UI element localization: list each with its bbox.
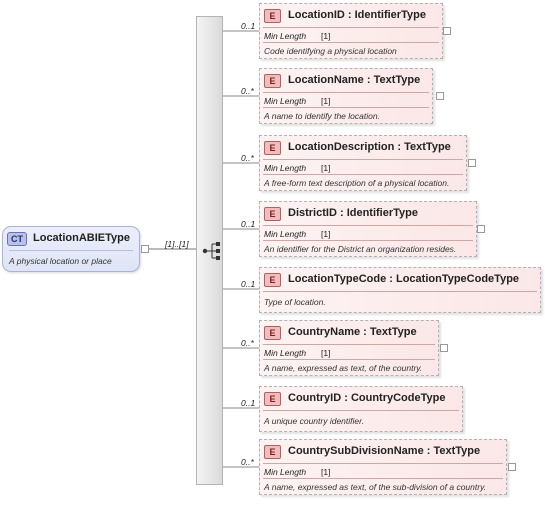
- facet-label: Min Length: [264, 467, 307, 477]
- element-documentation: Type of location.: [264, 297, 326, 307]
- element-documentation: A name, expressed as text, of the sub-di…: [264, 482, 487, 492]
- facet-value: [1]: [321, 348, 331, 358]
- divider: [263, 107, 429, 108]
- divider: [263, 478, 503, 479]
- element-box-district-id[interactable]: E DistrictID : IdentifierType Min Length…: [259, 201, 477, 257]
- element-documentation: A name to identify the location.: [264, 111, 380, 121]
- element-badge: E: [264, 207, 281, 221]
- element-type: TextType: [404, 141, 451, 153]
- element-box-location-id[interactable]: E LocationID : IdentifierType Min Length…: [259, 3, 443, 59]
- element-badge: E: [264, 273, 281, 287]
- facet-value: [1]: [321, 96, 331, 106]
- element-type: TextType: [369, 326, 417, 338]
- divider: [263, 359, 435, 360]
- element-box-country-subdivision-name[interactable]: E CountrySubDivisionName : TextType Min …: [259, 439, 507, 495]
- element-documentation: Code identifying a physical location: [264, 46, 397, 56]
- element-name: LocationName: [288, 74, 364, 86]
- element-multiplicity: 0..1: [241, 21, 256, 31]
- element-name: LocationID: [288, 9, 345, 21]
- divider: [263, 159, 463, 160]
- facet-value: [1]: [321, 467, 331, 477]
- element-name: LocationTypeCode: [288, 273, 387, 285]
- complex-type-documentation: A physical location or place: [9, 256, 112, 266]
- divider: [263, 27, 439, 28]
- element-box-country-name[interactable]: E CountryName : TextType Min Length [1] …: [259, 320, 439, 376]
- element-multiplicity: 0..*: [241, 457, 254, 467]
- element-name: LocationDescription: [288, 141, 395, 153]
- element-badge: E: [264, 445, 281, 459]
- element-multiplicity: 0..*: [241, 86, 254, 96]
- element-multiplicity: 0..1: [241, 398, 256, 408]
- divider: [263, 463, 503, 464]
- expand-toggle-icon[interactable]: [477, 225, 485, 233]
- element-multiplicity: 0..*: [241, 153, 254, 163]
- element-type: CountryCodeType: [350, 392, 446, 404]
- facet-value: [1]: [321, 229, 331, 239]
- sequence-multiplicity: [1]..[1]: [165, 239, 189, 249]
- element-badge: E: [264, 74, 281, 88]
- element-badge: E: [264, 392, 281, 406]
- expand-toggle-icon[interactable]: [436, 92, 444, 100]
- divider: [263, 92, 429, 93]
- element-box-country-id[interactable]: E CountryID : CountryCodeType A unique c…: [259, 386, 463, 432]
- expand-toggle-icon[interactable]: [508, 463, 516, 471]
- element-name: CountrySubDivisionName: [288, 445, 424, 457]
- divider: [263, 240, 473, 241]
- expand-toggle-icon[interactable]: [440, 344, 448, 352]
- divider: [263, 291, 537, 292]
- element-type: TextType: [373, 74, 421, 86]
- divider: [263, 344, 435, 345]
- divider: [263, 174, 463, 175]
- element-type: LocationTypeCodeType: [395, 273, 520, 285]
- element-box-location-type-code[interactable]: E LocationTypeCode : LocationTypeCodeTyp…: [259, 267, 541, 313]
- element-multiplicity: 0..1: [241, 219, 256, 229]
- element-badge: E: [264, 326, 281, 340]
- collapse-toggle-icon[interactable]: [141, 245, 149, 253]
- element-type: TextType: [433, 445, 481, 457]
- element-multiplicity: 0..*: [241, 338, 254, 348]
- facet-label: Min Length: [264, 163, 307, 173]
- sequence-compositor-icon[interactable]: [202, 240, 222, 262]
- element-name: CountryName: [288, 326, 361, 338]
- facet-label: Min Length: [264, 96, 307, 106]
- divider: [263, 225, 473, 226]
- element-documentation: An identifier for the District an organi…: [264, 244, 457, 254]
- facet-label: Min Length: [264, 229, 307, 239]
- element-type: IdentifierType: [354, 9, 426, 21]
- divider: [263, 42, 439, 43]
- divider: [263, 410, 459, 411]
- element-badge: E: [264, 9, 281, 23]
- element-name: CountryID: [288, 392, 342, 404]
- facet-label: Min Length: [264, 348, 307, 358]
- element-multiplicity: 0..1: [241, 279, 256, 289]
- facet-label: Min Length: [264, 31, 307, 41]
- expand-toggle-icon[interactable]: [443, 27, 451, 35]
- element-badge: E: [264, 141, 281, 155]
- element-documentation: A unique country identifier.: [264, 416, 365, 426]
- element-name: DistrictID: [288, 207, 337, 219]
- divider: [9, 250, 133, 251]
- complex-type-badge: CT: [7, 232, 27, 246]
- complex-type-box[interactable]: CT LocationABIEType A physical location …: [2, 226, 140, 272]
- element-documentation: A free-form text description of a physic…: [264, 178, 450, 188]
- complex-type-name: LocationABIEType: [33, 232, 130, 244]
- expand-toggle-icon[interactable]: [468, 159, 476, 167]
- facet-value: [1]: [321, 31, 331, 41]
- element-box-location-name[interactable]: E LocationName : TextType Min Length [1]…: [259, 68, 433, 124]
- element-type: IdentifierType: [346, 207, 418, 219]
- element-documentation: A name, expressed as text, of the countr…: [264, 363, 423, 373]
- facet-value: [1]: [321, 163, 331, 173]
- element-box-location-description[interactable]: E LocationDescription : TextType Min Len…: [259, 135, 467, 191]
